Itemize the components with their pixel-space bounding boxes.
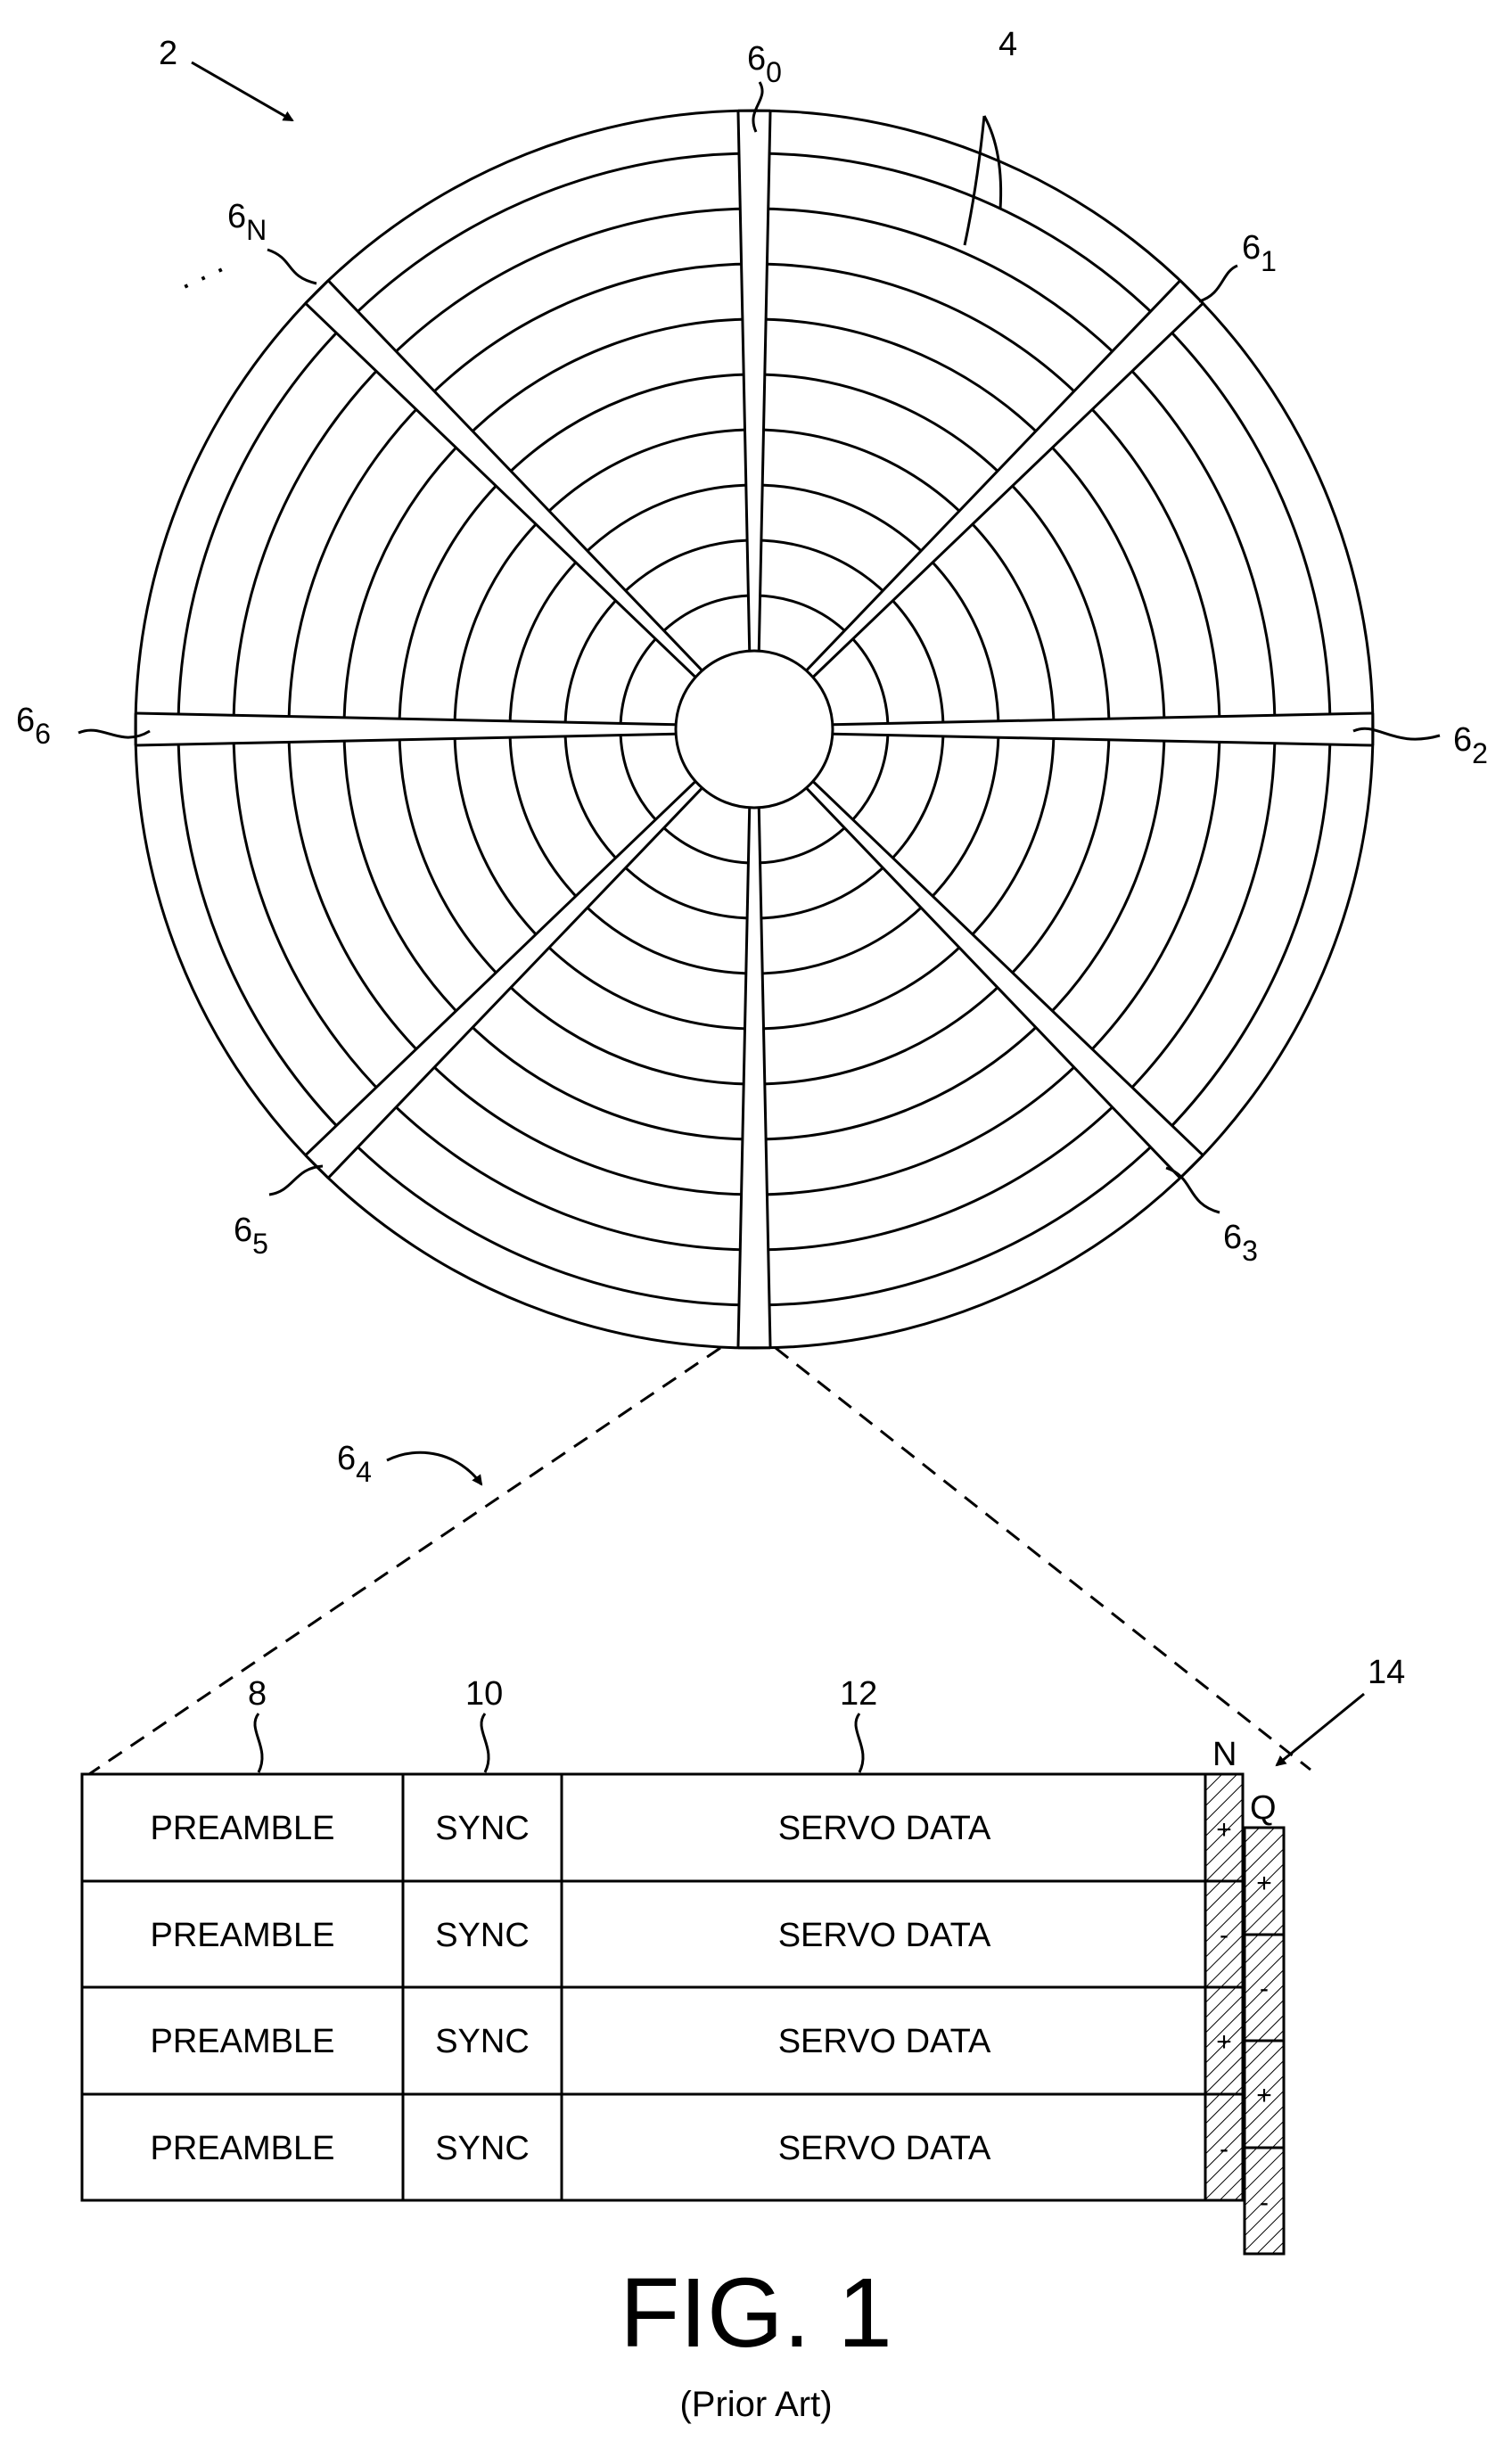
row-1-preamble: PREAMBLE: [151, 1917, 335, 1954]
n-burst-sign-1: -: [1220, 1920, 1228, 1950]
sector-label-3: 63: [1223, 1219, 1258, 1267]
sector-label-0: 60: [747, 40, 782, 88]
servo-wedge: [306, 281, 703, 678]
burst-ref-label: 14: [1368, 1654, 1405, 1691]
servo-sector-table: PREAMBLE SYNC SERVO DATA PREAMBLE SYNC S…: [82, 1654, 1405, 2254]
q-burst-sign-0: +: [1256, 1869, 1272, 1898]
sector-label-1: 61: [1242, 229, 1277, 277]
servo-wedge-edge: [813, 781, 1203, 1155]
row-1-servo-data: SERVO DATA: [778, 1917, 991, 1954]
disk-reference: 2: [159, 35, 292, 120]
servo-wedge-edge: [813, 303, 1203, 677]
burst-ref-arrow: [1277, 1694, 1364, 1765]
row-3-servo-data: SERVO DATA: [778, 2130, 991, 2167]
n-burst-header: N: [1212, 1736, 1237, 1773]
disk-diagram: [136, 111, 1373, 1348]
row-0-sync: SYNC: [435, 1810, 530, 1847]
servo-wedge-edge: [328, 281, 702, 670]
figure-caption: (Prior Art): [679, 2385, 832, 2424]
q-burst-header: Q: [1250, 1789, 1277, 1827]
sector-ellipsis: . . .: [170, 243, 229, 297]
n-burst-sign-3: -: [1220, 2134, 1228, 2164]
servo-wedge-edge: [306, 303, 695, 677]
row-3-preamble: PREAMBLE: [151, 2130, 335, 2167]
q-burst-sign-2: +: [1256, 2081, 1272, 2110]
n-burst-column: + - + -: [1205, 1774, 1243, 2200]
tracks-label: 4: [998, 26, 1017, 63]
sector-leader-1: [1199, 266, 1237, 301]
q-burst-sign-3: -: [1260, 2188, 1269, 2217]
servo-wedge-edge: [328, 788, 702, 1178]
sector-leader-4: [387, 1452, 481, 1484]
n-burst-sign-0: +: [1216, 1815, 1232, 1845]
sector-leader-5: [269, 1166, 323, 1195]
sync-ref-leader: [481, 1714, 489, 1772]
disk-label: 2: [159, 35, 177, 72]
preamble-ref-leader: [255, 1714, 262, 1772]
sector-label-5: 65: [234, 1212, 268, 1260]
sector-label-n: 6N: [227, 198, 267, 246]
q-burst-column: + - + -: [1245, 1828, 1284, 2254]
servo-wedge-edge: [806, 281, 1179, 670]
row-0-preamble: PREAMBLE: [151, 1810, 335, 1847]
servo-wedge-edge: [306, 781, 695, 1155]
row-1-sync: SYNC: [435, 1917, 530, 1954]
servo-wedge-edge: [806, 788, 1179, 1178]
tracks-leader-inner: [965, 116, 984, 245]
row-2-preamble: PREAMBLE: [151, 2023, 335, 2060]
disk-arrow: [192, 62, 292, 120]
servo-wedge: [806, 281, 1203, 678]
q-burst-sign-1: -: [1260, 1974, 1269, 2003]
servo-wedge: [806, 781, 1203, 1178]
row-2-sync: SYNC: [435, 2023, 530, 2060]
sector-label-2: 62: [1453, 721, 1488, 769]
disk-hub: [676, 651, 833, 808]
tracks-leader-outer: [984, 116, 1001, 210]
sector-leader-3: [1166, 1168, 1220, 1212]
expansion-line-left: [89, 1348, 720, 1774]
row-3-sync: SYNC: [435, 2130, 530, 2167]
servo-wedge: [306, 781, 703, 1178]
sector-leader-n: [267, 250, 316, 284]
sector-label-4: 64: [337, 1440, 372, 1488]
sector-label-6: 66: [16, 702, 51, 750]
row-0-servo-data: SERVO DATA: [778, 1810, 991, 1847]
sync-ref-label: 10: [465, 1675, 503, 1713]
servo-ref-label: 12: [840, 1675, 877, 1713]
figure-title: FIG. 1: [620, 2258, 892, 2368]
servo-ref-leader: [856, 1714, 863, 1772]
n-burst-sign-2: +: [1216, 2027, 1232, 2057]
preamble-ref-label: 8: [248, 1675, 267, 1713]
expansion-lines: [89, 1348, 1311, 1774]
row-2-servo-data: SERVO DATA: [778, 2023, 991, 2060]
